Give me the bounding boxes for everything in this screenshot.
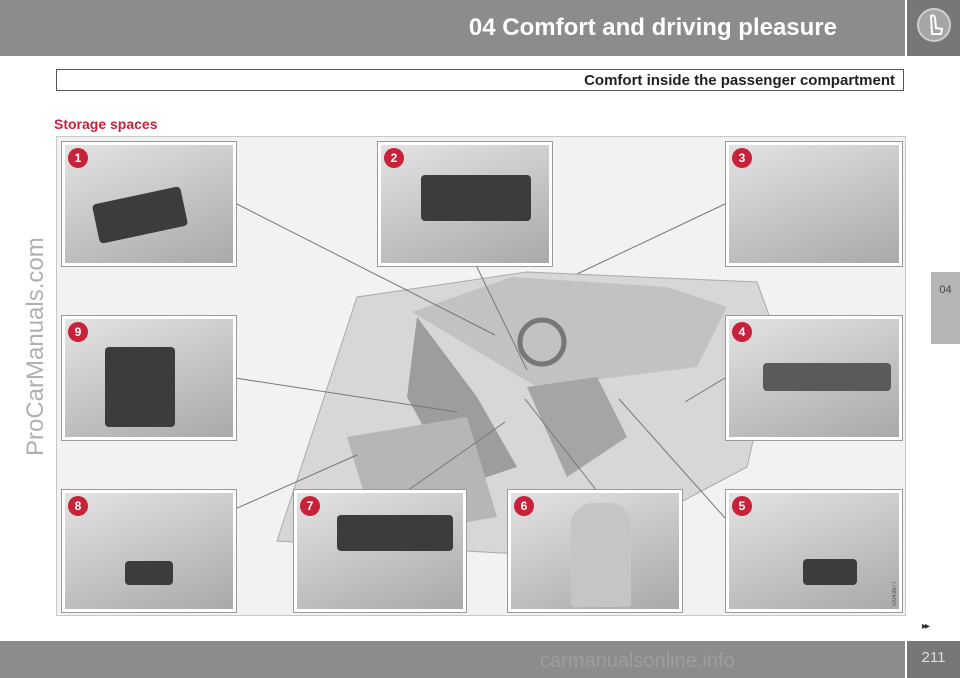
callout-4: 4 [732,322,752,342]
chapter-title: 04 Comfort and driving pleasure [468,14,837,41]
page-number: 211 [921,649,946,666]
footer-bar [0,641,905,678]
header-bar: 04 Comfort and driving pleasure [0,0,905,56]
subtitle-box: Comfort inside the passenger compartment [56,69,904,91]
storage-inset-5: 5 G043877 [725,489,903,613]
storage-inset-3: 3 [725,141,903,267]
chapter-icon-box [907,0,960,56]
chapter-tab[interactable]: 04 [931,272,960,344]
figure-reference-code: G043877 [892,581,898,606]
storage-inset-7: 7 [293,489,467,613]
section-heading: Storage spaces [54,116,158,132]
side-watermark: ProCarManuals.com [22,237,49,456]
storage-inset-2: 2 [377,141,553,267]
storage-inset-1: 1 [61,141,237,267]
next-page-arrows[interactable]: ▸▸ [922,621,930,632]
callout-9: 9 [68,322,88,342]
callout-5: 5 [732,496,752,516]
callout-6: 6 [514,496,534,516]
storage-inset-9: 9 [61,315,237,441]
callout-1: 1 [68,148,88,168]
callout-7: 7 [300,496,320,516]
storage-inset-4: 4 [725,315,903,441]
bottom-watermark: carmanualsonline.info [540,650,735,672]
chapter-tab-label: 04 [939,284,952,296]
storage-spaces-illustration: 1 2 3 9 4 8 7 6 5 G043877 [56,136,906,616]
callout-8: 8 [68,496,88,516]
page-subtitle: Comfort inside the passenger compartment [584,72,895,89]
seat-icon [917,8,951,42]
callout-3: 3 [732,148,752,168]
storage-inset-6: 6 [507,489,683,613]
storage-inset-8: 8 [61,489,237,613]
callout-2: 2 [384,148,404,168]
car-interior-drawing [234,202,778,558]
page-number-box: 211 [907,641,960,678]
